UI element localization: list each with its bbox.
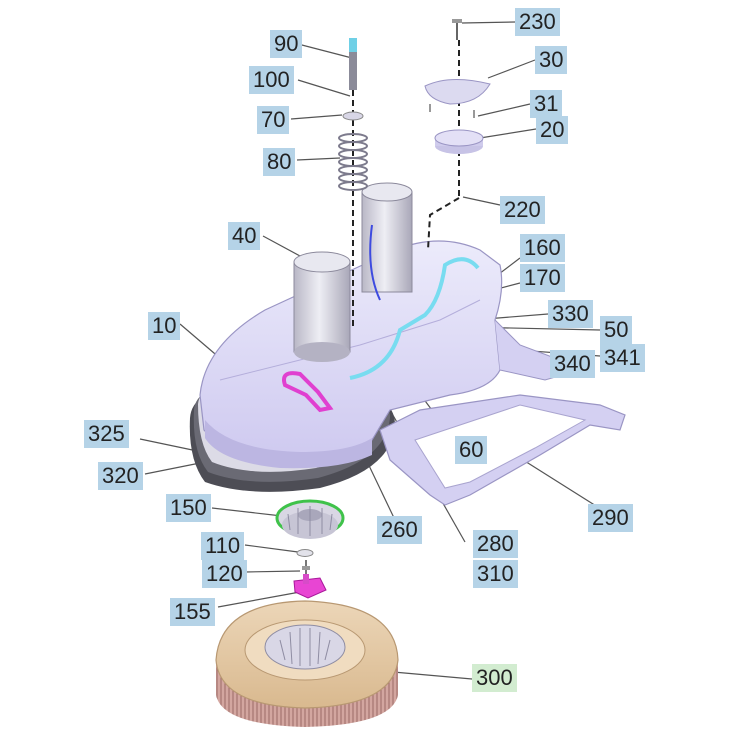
cap-20 [434, 129, 484, 154]
water-hose [349, 257, 480, 380]
washer-70 [342, 111, 364, 121]
washer-110 [296, 549, 314, 557]
callout-70: 70 [257, 106, 290, 134]
callout-340: 340 [550, 350, 595, 378]
callout-150: 150 [166, 494, 211, 522]
callout-10: 10 [148, 312, 181, 340]
callout-310: 310 [473, 560, 518, 588]
callout-230: 230 [515, 8, 560, 36]
callout-320: 320 [98, 462, 143, 490]
driver-hub-155 [293, 574, 327, 599]
pin-dash-220 [427, 197, 460, 251]
callout-220: 220 [500, 196, 545, 224]
spring-80 [338, 133, 368, 191]
callout-330: 330 [548, 300, 593, 328]
callout-260: 260 [377, 516, 422, 544]
callout-300: 300 [472, 664, 517, 692]
callout-31: 31 [530, 90, 563, 118]
callout-160: 160 [520, 234, 565, 262]
callout-90: 90 [270, 30, 303, 58]
callout-40: 40 [228, 222, 261, 250]
screws-31 [429, 104, 475, 118]
callout-110: 110 [201, 532, 245, 560]
callout-60: 60 [455, 436, 488, 464]
callout-30: 30 [535, 46, 568, 74]
callout-120: 120 [202, 560, 247, 588]
motor-40-rear [361, 182, 413, 301]
callout-280: 280 [473, 530, 518, 558]
brush-plate-300 [215, 600, 399, 727]
bolt-120 [302, 560, 310, 574]
callout-325: 325 [84, 420, 129, 448]
callout-80: 80 [263, 148, 296, 176]
cover-30 [424, 78, 491, 105]
screw-230 [452, 19, 462, 40]
drive-plate-150 [275, 499, 345, 539]
handle-grip-magenta [282, 371, 334, 413]
callout-341: 341 [600, 344, 645, 372]
callout-20: 20 [536, 116, 569, 144]
shaft-90-100 [349, 38, 357, 90]
callout-290: 290 [588, 504, 633, 532]
callout-170: 170 [520, 264, 565, 292]
callout-50: 50 [600, 316, 633, 344]
callout-155: 155 [170, 598, 215, 626]
callout-100: 100 [249, 66, 294, 94]
motor-40-front [293, 251, 351, 362]
